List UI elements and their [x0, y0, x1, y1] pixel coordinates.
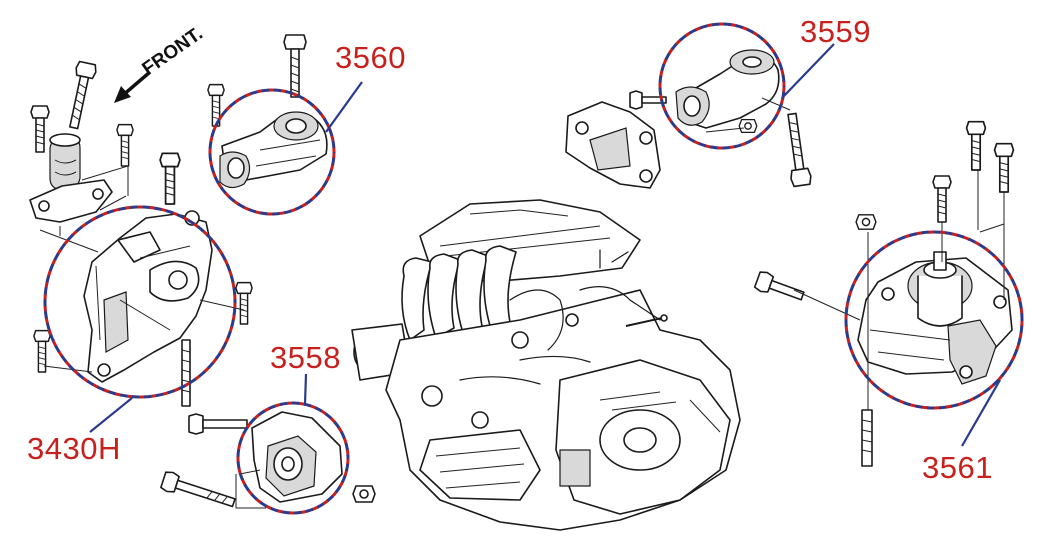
part-label-3561: 3561: [922, 450, 993, 485]
bracket-assembly-3430h-illustration: [29, 60, 253, 407]
engine-block-illustration: [351, 199, 741, 531]
mount-3560-illustration: [207, 34, 328, 189]
part-label-3559: 3559: [800, 14, 871, 49]
mount-3558-illustration: [160, 411, 376, 509]
mount-3561-illustration: [753, 120, 1015, 467]
part-label-3430h: 3430H: [27, 431, 121, 466]
front-arrow-icon: [114, 70, 152, 103]
mount-3559-illustration: [565, 49, 812, 189]
part-label-3558: 3558: [270, 340, 341, 375]
part-label-3560: 3560: [335, 40, 406, 75]
